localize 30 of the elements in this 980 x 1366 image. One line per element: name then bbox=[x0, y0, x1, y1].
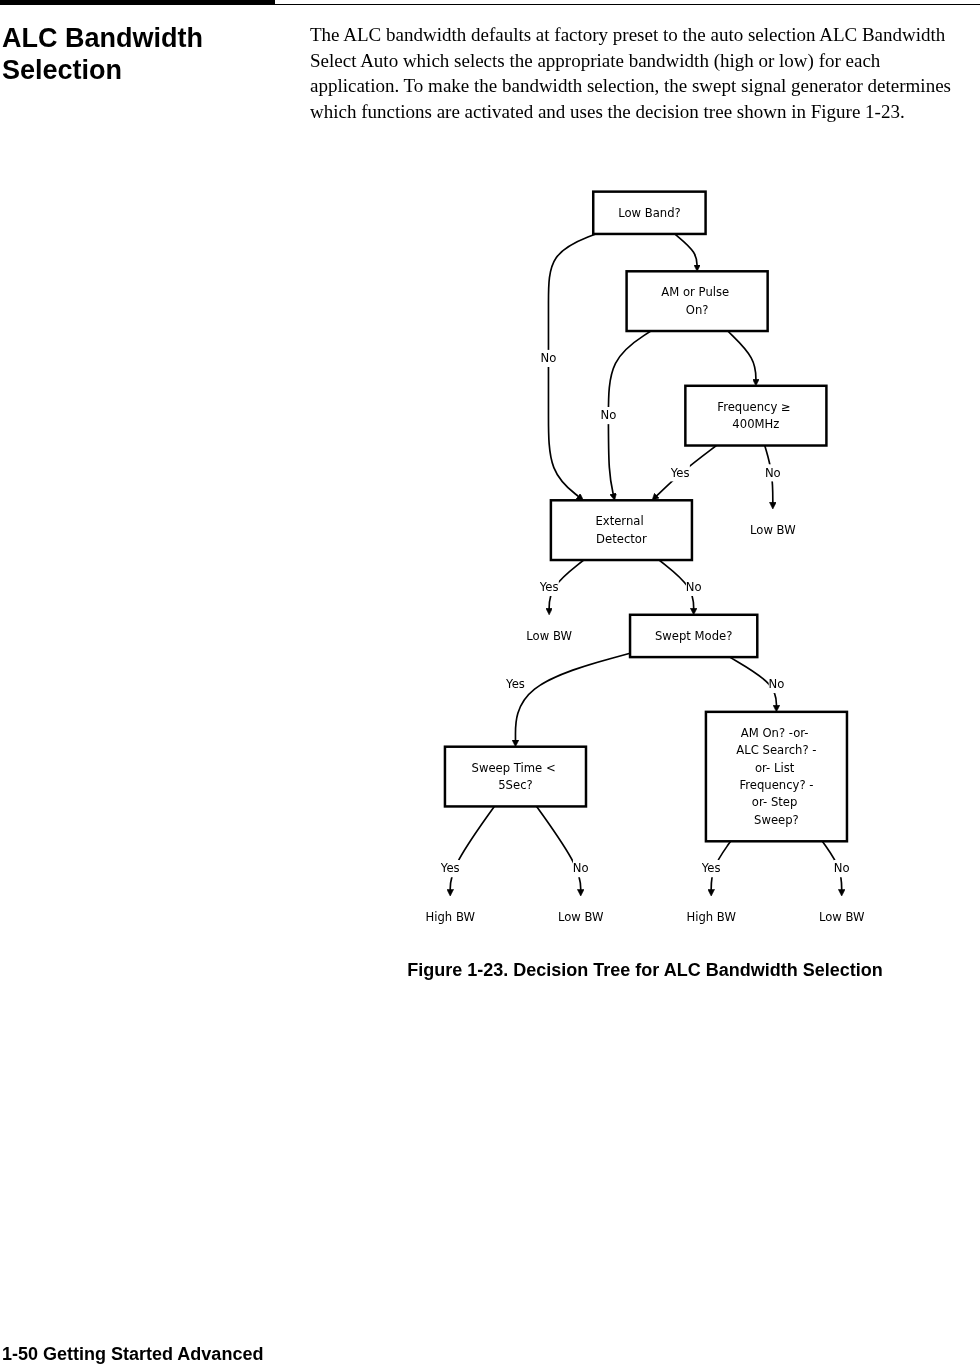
edge-label: Yes bbox=[670, 465, 690, 480]
edge-label: No bbox=[600, 408, 617, 422]
edge-label: No bbox=[572, 861, 589, 875]
node-text: Low BW bbox=[818, 910, 865, 924]
node-text: Low BW bbox=[526, 628, 572, 643]
node-box: Sweep Time < 5Sec? bbox=[443, 745, 588, 808]
edge-label: No bbox=[768, 677, 785, 691]
node-box: Swept Mode? bbox=[628, 613, 759, 659]
edge-label: No bbox=[833, 861, 850, 875]
edge-label: No bbox=[764, 465, 781, 480]
edge-label: Yes bbox=[506, 677, 525, 691]
node-text: High BW bbox=[425, 910, 475, 924]
node-box: Low Band? bbox=[592, 190, 707, 236]
node-text: Low BW bbox=[557, 910, 604, 924]
node-box: AM or Pulse On? bbox=[625, 270, 769, 333]
figure-caption: Figure 1-23. Decision Tree for ALC Bandwidth Selection bbox=[406, 960, 884, 981]
edge-label: Yes bbox=[440, 861, 460, 875]
node-text: Low BW bbox=[750, 523, 796, 537]
section-heading: ALC Bandwidth Selection bbox=[2, 22, 204, 87]
node-box: External Detector bbox=[549, 499, 694, 562]
edge-label: No bbox=[685, 580, 702, 594]
edge-label: No bbox=[540, 351, 557, 365]
arrow bbox=[673, 233, 701, 272]
edge-label: Yes bbox=[701, 861, 721, 875]
body-paragraph: The ALC bandwidth defaults at factory preset to the auto selection ALC Bandwidth Select Auto which selects the appropriate bandwidth (high or low) for each application. To make the bandwidth selection, the swept signal generator determines which functions are activated and uses the decision tree shown in Figure 1-23. bbox=[310, 23, 952, 124]
node-box: AM On? -or- ALC Search? -or- List Frequency? -or- Step Sweep? bbox=[704, 710, 849, 843]
page-footer: 1-50 Getting Started Advanced bbox=[2, 1344, 264, 1365]
node-box: Frequency ≥ 400MHz bbox=[684, 384, 828, 447]
node-text: High BW bbox=[686, 910, 736, 924]
edge-label: Yes bbox=[539, 580, 559, 594]
